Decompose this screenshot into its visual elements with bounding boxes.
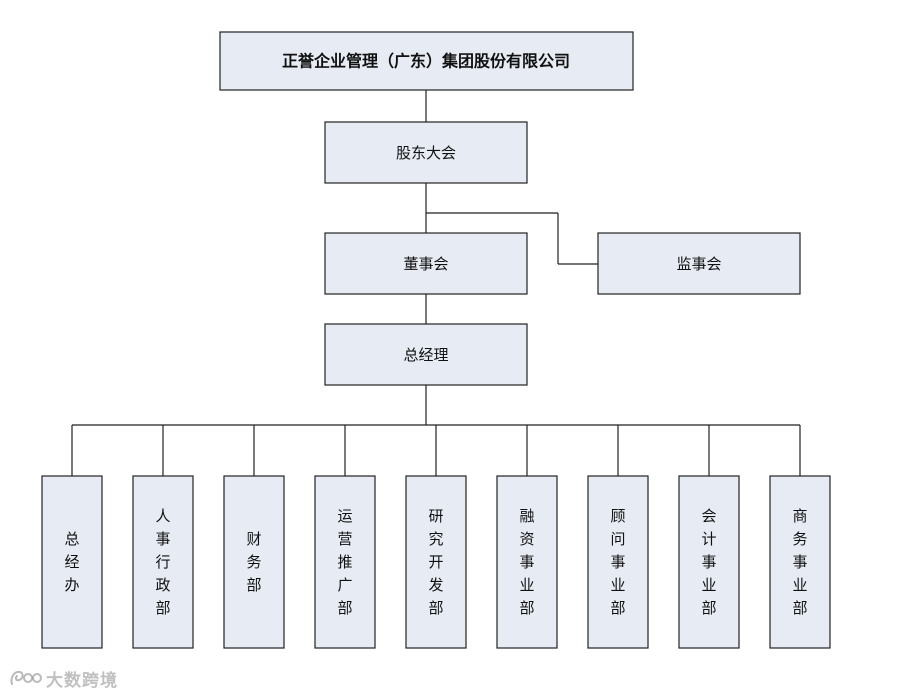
department-box [496,475,558,649]
department-node: 会计事业部 [678,475,740,649]
board-node: 董事会 [324,232,528,295]
department-label: 总经办 [64,530,79,594]
department-box [223,475,285,649]
logo-icon [10,670,42,685]
watermark-text: 大数跨境 [46,670,118,691]
department-label: 顾问事业部 [610,507,625,617]
department-label: 会计事业部 [701,507,716,617]
department-node: 研究开发部 [405,475,467,649]
department-node: 人事行政部 [132,475,194,649]
department-node: 商务事业部 [769,475,831,649]
department-box [132,475,194,649]
shareholders-node: 股东大会 [324,121,528,184]
department-node: 运营推广部 [314,475,376,649]
company-name: 正誉企业管理（广东）集团股份有限公司 [282,52,570,71]
board-label: 董事会 [403,255,448,273]
departments-row: 总经办 人事行政部 财务部 运营推广部 研究开发部 融资事业部 顾问事业部 会计事业部 商务事业… [41,475,831,649]
department-node: 融资事业部 [496,475,558,649]
gm-node: 总经理 [324,323,528,386]
department-box [587,475,649,649]
watermark: 大数跨境 [8,664,138,692]
department-node: 顾问事业部 [587,475,649,649]
department-label: 人事行政部 [155,507,170,617]
department-label: 融资事业部 [519,507,534,617]
connector-lines [71,90,801,476]
supervisors-node: 监事会 [597,232,801,295]
shareholders-label: 股东大会 [396,144,456,162]
department-box [41,475,103,649]
department-box [678,475,740,649]
department-label: 商务事业部 [792,507,807,617]
supervisors-label: 监事会 [676,255,721,273]
gm-label: 总经理 [403,346,448,364]
department-box [314,475,376,649]
department-label: 财务部 [246,530,261,594]
department-box [405,475,467,649]
department-node: 总经办 [41,475,103,649]
department-box [769,475,831,649]
company-node: 正誉企业管理（广东）集团股份有限公司 [219,31,634,91]
department-label: 运营推广部 [337,507,352,617]
department-label: 研究开发部 [428,507,443,617]
department-node: 财务部 [223,475,285,649]
